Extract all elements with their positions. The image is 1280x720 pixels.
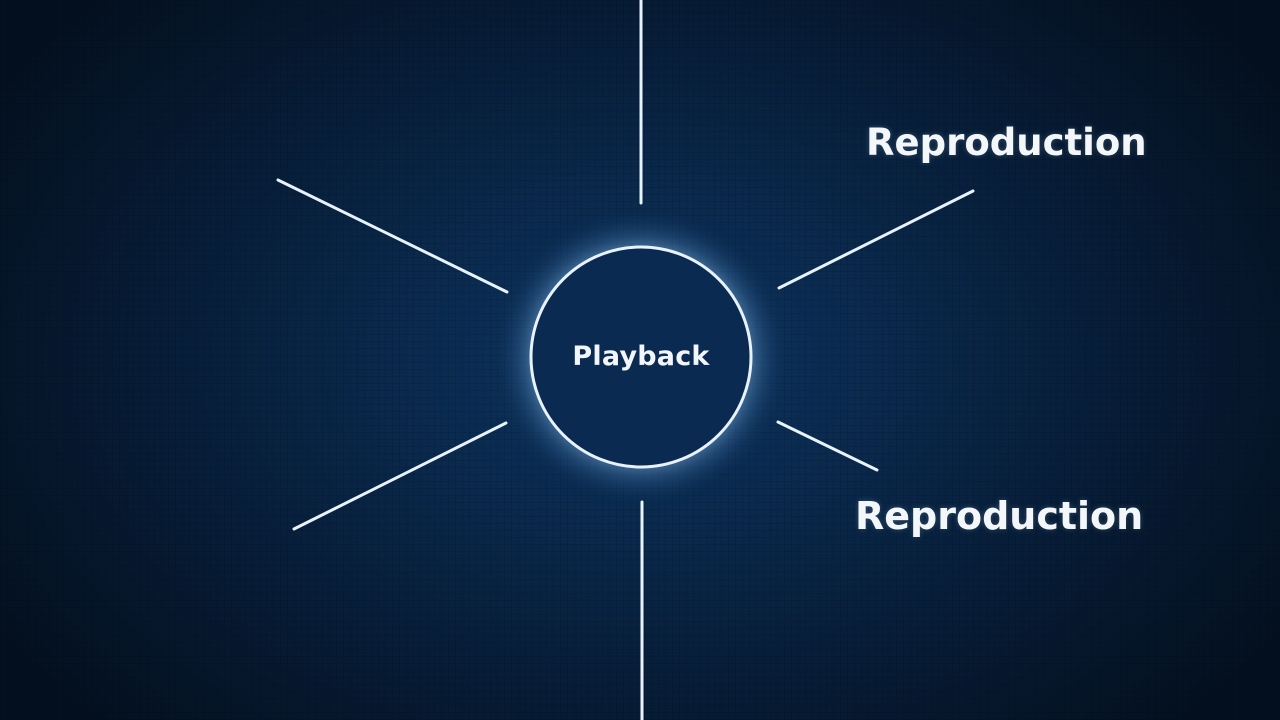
spoke-top-right	[777, 189, 975, 290]
bottom-right-label: Reproduction	[855, 494, 1144, 538]
top-right-label: Reproduction	[866, 121, 1147, 164]
spoke-top-left	[276, 178, 509, 294]
spoke-bottom-left	[292, 421, 508, 531]
hub-label: Playback	[572, 341, 710, 372]
hub-circle	[529, 245, 753, 469]
hub-fill	[531, 247, 751, 467]
spoke-bottom-right	[776, 420, 879, 472]
